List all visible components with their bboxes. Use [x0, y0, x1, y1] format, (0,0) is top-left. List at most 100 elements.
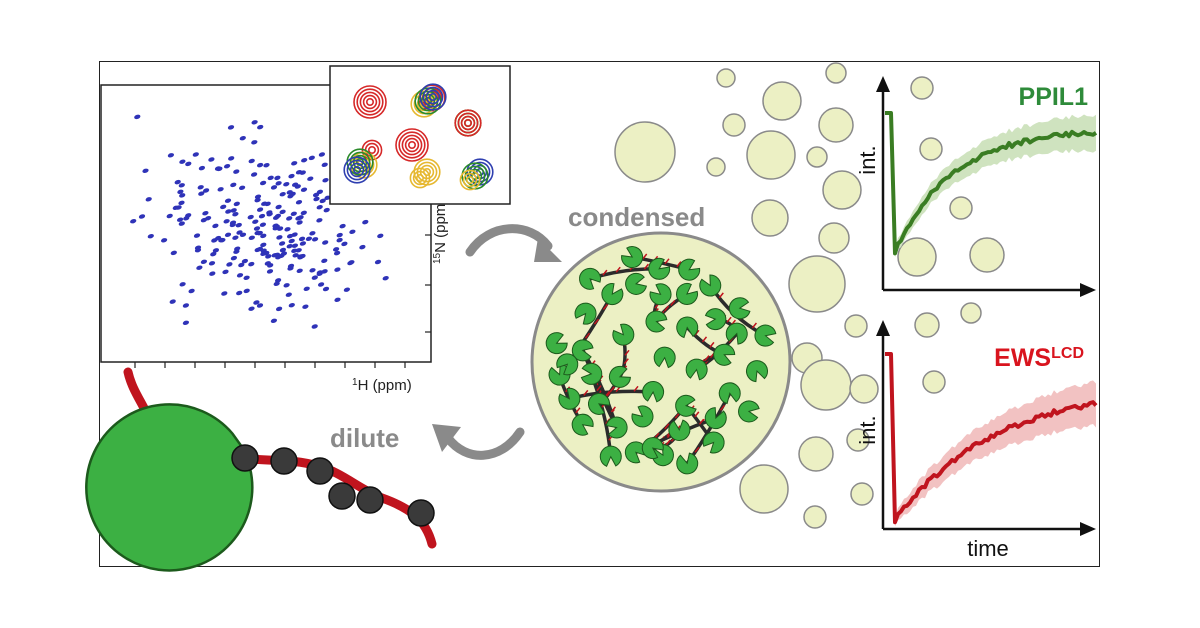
condensed-protein: [608, 365, 631, 388]
chain-segment: [676, 261, 682, 268]
condensed-protein: [725, 322, 748, 345]
dilute-phase-droplets: [614, 62, 1005, 529]
nmr-peak: [283, 283, 290, 288]
condensed-label: condensed: [568, 202, 705, 232]
nmr-peak: [291, 243, 299, 248]
dilute-droplet: [806, 146, 828, 168]
chain-segment: [726, 316, 732, 323]
nmr-peak: [209, 271, 216, 276]
nmr-peak: [256, 207, 264, 212]
condensed-protein: [625, 272, 647, 295]
nmr-peak: [343, 287, 351, 292]
chain-segment: [602, 269, 608, 276]
nmr-peak: [217, 187, 224, 192]
nmr-peak: [275, 181, 282, 186]
nmr-peak: [248, 235, 255, 241]
nmr-peak: [223, 163, 231, 169]
nmr-peak: [182, 320, 190, 326]
nmr-peak: [321, 258, 328, 264]
nmr-peak: [341, 241, 348, 247]
nmr-peak: [208, 157, 215, 162]
dilute-droplet: [746, 130, 796, 180]
chain-bead: [270, 447, 298, 475]
chain-segment: [674, 412, 680, 419]
nmr-peak: [311, 324, 318, 329]
kinetics-plot-ppil1: int. PPIL1: [855, 76, 1098, 297]
chain-segment: [694, 446, 700, 453]
condensed-protein: [649, 283, 672, 306]
nmr-peak: [322, 286, 330, 292]
nmr-peak: [248, 158, 255, 164]
dilute-label: dilute: [330, 423, 399, 453]
contour-ring: [454, 109, 482, 137]
nmr-peak: [239, 232, 247, 238]
nmr-peak: [258, 213, 266, 219]
dilute-droplet: [788, 255, 846, 313]
nmr-peak: [229, 222, 236, 228]
nmr-peak: [225, 209, 232, 214]
chain-segment: [719, 404, 726, 411]
condensed-protein: [579, 267, 602, 290]
nmr-peak: [220, 204, 227, 210]
nmr-peak: [230, 255, 238, 261]
ewslcd-y-label: int.: [855, 415, 880, 444]
nmr-peak: [286, 233, 294, 239]
inset-contours: [343, 83, 494, 191]
contour-ring: [401, 134, 423, 156]
nmr-peak: [257, 124, 264, 130]
condensed-protein: [746, 360, 768, 383]
chain-segment: [610, 406, 616, 413]
nmr-peak: [259, 180, 267, 186]
nmr-x-axis-label: 1H (ppm): [352, 377, 412, 395]
nmr-peak: [200, 259, 208, 265]
nmr-peak: [243, 288, 250, 294]
nmr-peak: [192, 152, 199, 157]
nmr-peak: [188, 288, 195, 294]
nmr-peak: [288, 173, 295, 179]
contour-ring: [365, 98, 374, 107]
nmr-peak: [266, 269, 274, 274]
nmr-peak: [332, 247, 340, 252]
nmr-peak: [292, 253, 299, 258]
chain-segment: [704, 355, 710, 362]
nmr-peak: [224, 198, 232, 203]
contour-ring: [343, 156, 371, 184]
condensed-protein: [601, 283, 624, 306]
nmr-peak: [301, 157, 308, 163]
nmr-peak: [349, 229, 356, 235]
condensed-proteins: [545, 246, 777, 475]
ewslcd-recovery-curve: [885, 352, 1098, 525]
nmr-peak: [145, 197, 152, 202]
nmr-peak: [254, 194, 262, 199]
nmr-peak: [275, 306, 283, 312]
ppil1-recovery-curve: [885, 111, 1098, 256]
dilute-droplet: [914, 312, 940, 338]
condensed-protein: [676, 452, 699, 475]
nmr-peak: [178, 183, 185, 188]
dilute-droplet: [614, 121, 676, 183]
dilute-droplet: [762, 81, 802, 121]
condensed-protein: [685, 358, 708, 381]
nmr-peak: [185, 213, 192, 218]
nmr-peak: [239, 135, 246, 141]
nmr-peak: [252, 219, 259, 224]
nmr-peak: [254, 230, 261, 236]
condensed-protein: [675, 394, 697, 417]
nmr-peak: [193, 233, 201, 238]
dilute-arrow-head: [432, 424, 461, 452]
nmr-peak: [275, 204, 282, 210]
nmr-peak: [196, 265, 203, 270]
condensed-protein: [704, 308, 727, 331]
nmr-peak: [287, 193, 294, 199]
nmr-peak: [276, 235, 283, 240]
contour-ring: [422, 86, 444, 108]
condensed-protein: [754, 324, 777, 347]
nmr-y-axis-label: 15N (ppm): [432, 199, 450, 264]
condensed-protein: [668, 419, 691, 441]
dilute-arrow-shaft: [443, 427, 525, 460]
chain-segment: [694, 411, 700, 418]
nmr-peak: [291, 248, 298, 254]
nmr-peak: [166, 213, 173, 219]
nmr-peak: [286, 243, 293, 249]
nmr-peak: [174, 179, 181, 185]
